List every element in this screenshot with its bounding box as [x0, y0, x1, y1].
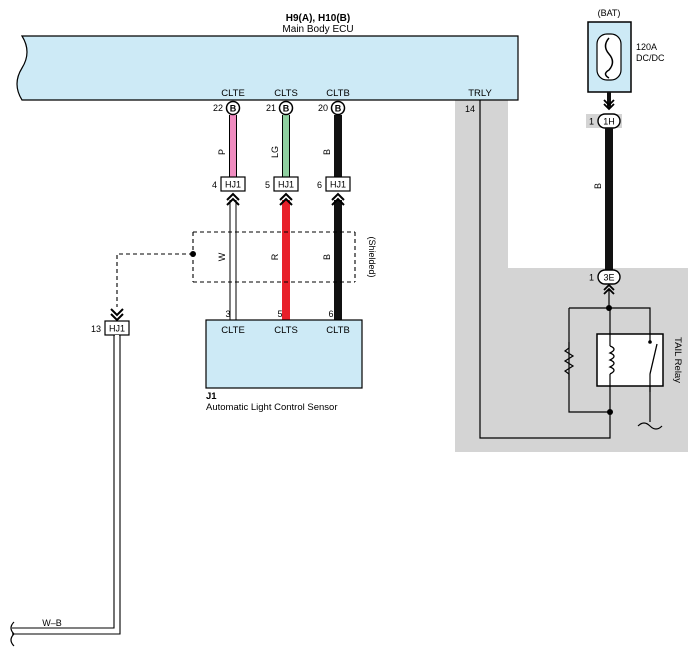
fuse-name: DC/DC [636, 53, 665, 63]
fuse-amp: 120A [636, 42, 657, 52]
conn-1h-id: 1H [603, 117, 615, 127]
relay-box [596, 333, 664, 387]
hj1-pin-4: 4 [212, 180, 217, 190]
wire-color-b-upper: B [322, 149, 332, 155]
hj1-pin-5: 5 [265, 180, 270, 190]
trly-pin-number: 14 [465, 104, 475, 114]
sensor-pin-number-5: 5 [277, 309, 282, 319]
wire-color-p: P [217, 149, 227, 155]
wire-color-r: R [270, 253, 280, 260]
ecu-pin-conn-20: B [335, 104, 342, 114]
hj1-pin-6: 6 [317, 180, 322, 190]
ecu-pin-label-trly: TRLY [468, 88, 492, 99]
chevron-1h-icon [603, 99, 615, 111]
sensor-pin-label-clts: CLTS [274, 325, 298, 336]
shield-outline [192, 231, 356, 283]
hj1-pin-13: 13 [91, 324, 101, 334]
fuse-element-icon [604, 37, 614, 79]
sensor-pin-number-6: 6 [328, 309, 333, 319]
relay-node-top [606, 305, 612, 311]
ecu-pin-label-clts: CLTS [274, 88, 298, 99]
wire-color-b-lower: B [322, 254, 332, 260]
relay-coil-icon [608, 345, 615, 375]
sensor-id: J1 [206, 391, 217, 402]
sensor-block [205, 319, 363, 389]
ecu-pin-circle-22 [225, 100, 241, 116]
ecu-name: Main Body ECU [282, 24, 353, 35]
power-wire-color: B [593, 183, 603, 189]
hj1-label-5: HJ1 [278, 180, 294, 190]
ecu-pin-circle-21 [278, 100, 294, 116]
trly-wire [479, 100, 611, 439]
ecu-pin-number-20: 20 [318, 103, 328, 113]
ecu-pin-label-cltb: CLTB [326, 88, 350, 99]
sensor-name: Automatic Light Control Sensor [206, 402, 337, 413]
ecu-pin-number-21: 21 [266, 103, 276, 113]
conn-3e-id: 3E [603, 273, 614, 283]
main-body-ecu-block [16, 35, 519, 101]
shielded-label: (Shielded) [367, 236, 377, 277]
fuse-inner [596, 33, 622, 81]
ground-wire-wb [12, 335, 121, 635]
bat-label: (BAT) [598, 8, 621, 18]
ecu-pin-label-clte: CLTE [221, 88, 245, 99]
sensor-pin-number-3: 3 [225, 309, 230, 319]
sensor-pin-label-cltb: CLTB [326, 325, 350, 336]
wire-color-w: W [217, 252, 227, 261]
ecu-pin-conn-21: B [283, 104, 290, 114]
ecu-pin-conn-22: B [230, 104, 237, 114]
hj1-label-13: HJ1 [109, 324, 125, 334]
ecu-connector-ids: H9(A), H10(B) [286, 13, 350, 24]
chevron-13-icon [110, 308, 124, 322]
hj1-label-4: HJ1 [225, 180, 241, 190]
ground-ref-label: W–B [42, 618, 62, 628]
shield-junction-dot [190, 251, 196, 257]
ecu-pin-circle-20 [330, 100, 346, 116]
shield-drain-wire [116, 253, 193, 307]
sensor-pin-label-clte: CLTE [221, 325, 245, 336]
resistor-icon [563, 342, 575, 380]
wire-break-icon [10, 621, 15, 647]
hj1-box-4 [220, 176, 246, 192]
hj1-box-5 [273, 176, 299, 192]
chevron-6-icon [331, 192, 345, 206]
ecu-pin-number-22: 22 [213, 103, 223, 113]
relay-switch-icon [649, 343, 658, 375]
conn-3e-pin: 1 [589, 273, 594, 283]
chevron-5-icon [279, 192, 293, 206]
wire-color-lg: LG [270, 146, 280, 158]
hj1-label-6: HJ1 [330, 180, 346, 190]
hj1-box-6 [325, 176, 351, 192]
chevron-4-icon [226, 192, 240, 206]
relay-shaded-region [455, 100, 688, 452]
relay-name: TAIL Relay [672, 337, 683, 383]
relay-output-break-icon [637, 422, 663, 430]
conn-1h-pin: 1 [589, 117, 594, 127]
